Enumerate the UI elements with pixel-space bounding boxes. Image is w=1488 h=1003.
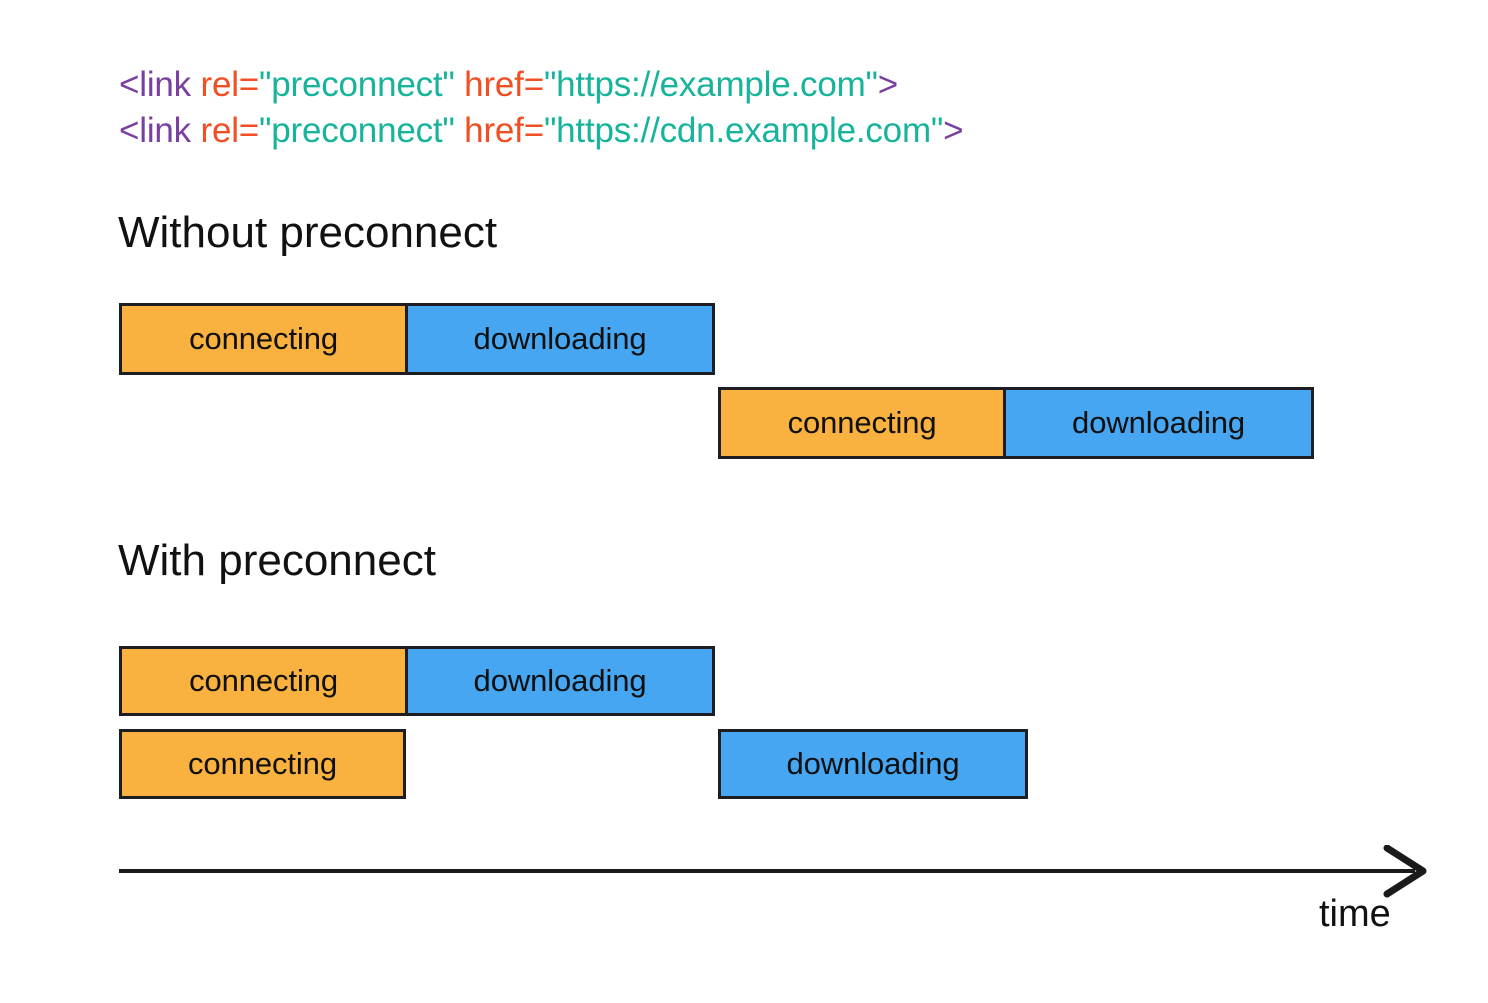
code-attribute-rel: rel= — [190, 65, 260, 104]
code-value-href: "https://cdn.example.com" — [543, 111, 944, 150]
segment-downloading: downloading — [721, 732, 1025, 796]
section-heading-without-preconnect: Without preconnect — [118, 208, 498, 257]
time-axis-label: time — [1319, 893, 1391, 935]
timeline-bar-with-row-1: connecting downloading — [119, 646, 715, 716]
code-tag: <link — [119, 111, 191, 150]
code-tag: <link — [119, 65, 191, 104]
code-tag-close: > — [877, 65, 899, 104]
code-line-2: <link rel="preconnect" href="https://cdn… — [119, 108, 964, 154]
segment-downloading: downloading — [405, 649, 712, 713]
segment-downloading: downloading — [1003, 390, 1311, 456]
timeline-bar-with-row-2-downloading: downloading — [718, 729, 1028, 799]
code-value-rel: "preconnect" — [259, 65, 455, 104]
time-axis — [115, 845, 1435, 905]
code-line-1: <link rel="preconnect" href="https://exa… — [119, 62, 963, 108]
segment-downloading: downloading — [405, 306, 712, 372]
segment-connecting: connecting — [721, 390, 1004, 456]
time-axis-arrow-icon — [119, 845, 1427, 898]
timeline-bar-without-row-1: connecting downloading — [119, 303, 715, 375]
code-attribute-rel: rel= — [190, 111, 260, 150]
code-attribute-href: href= — [454, 65, 544, 104]
timeline-bar-with-row-2-connecting: connecting — [119, 729, 406, 799]
code-value-href: "https://example.com" — [543, 65, 878, 104]
code-value-rel: "preconnect" — [259, 111, 455, 150]
code-snippet: <link rel="preconnect" href="https://exa… — [119, 62, 964, 154]
section-heading-with-preconnect: With preconnect — [118, 536, 436, 585]
code-attribute-href: href= — [454, 111, 544, 150]
segment-connecting: connecting — [122, 306, 406, 372]
segment-connecting: connecting — [122, 649, 406, 713]
segment-connecting: connecting — [122, 732, 403, 796]
code-tag-close: > — [943, 111, 964, 150]
timeline-bar-without-row-2: connecting downloading — [718, 387, 1314, 459]
